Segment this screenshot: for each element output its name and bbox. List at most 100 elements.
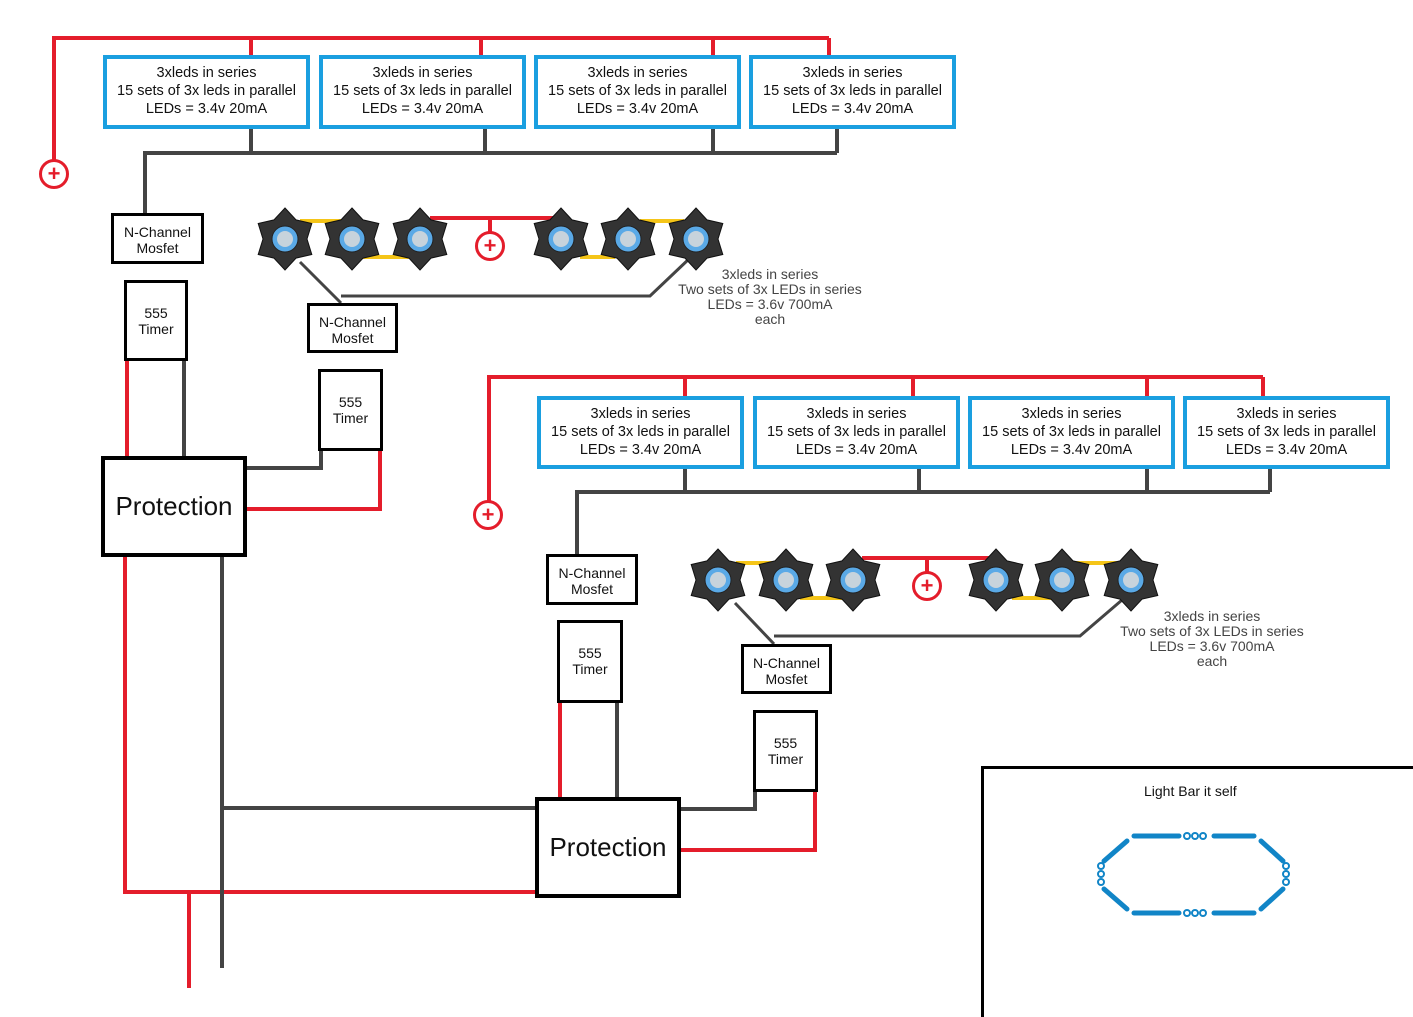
led-group-line2: 15 sets of 3x leds in parallel	[117, 83, 296, 99]
note-line3: LEDs = 3.6v 700mA	[1149, 638, 1275, 654]
power-led-star	[1103, 548, 1159, 612]
mosfet-line1: N-Channel	[558, 565, 626, 581]
positive-wire	[123, 556, 537, 894]
light-bar-outline	[1101, 833, 1286, 916]
ground-wire	[774, 598, 1123, 638]
note-line2: Two sets of 3x LEDs in series	[1120, 623, 1304, 639]
timer-top-left: 555 Timer	[124, 280, 188, 361]
led-group-line2: 15 sets of 3x leds in parallel	[551, 424, 730, 440]
led-group-line2: 15 sets of 3x leds in parallel	[767, 424, 946, 440]
led-group-line1: 3xleds in series	[1236, 406, 1337, 422]
led-group-line1: 3xleds in series	[802, 65, 903, 81]
power-led-star	[1034, 548, 1090, 612]
ground-wire	[246, 450, 323, 470]
mosfet-line2: Mosfet	[136, 240, 179, 256]
led-group-line1: 3xleds in series	[590, 406, 691, 422]
ground-wire	[680, 791, 757, 811]
light-bar-shape	[1097, 832, 1290, 917]
power-led-star	[825, 548, 881, 612]
power-led-star	[533, 207, 589, 271]
mosfet-line2: Mosfet	[765, 671, 808, 687]
power-led-star	[668, 207, 724, 271]
ground-wire	[733, 601, 776, 646]
led-group-line1: 3xleds in series	[806, 406, 907, 422]
timer-line1: 555	[144, 305, 168, 321]
power-led-star	[324, 207, 380, 271]
led-group-bottom-3: 3xleds in series 15 sets of 3x leds in p…	[968, 396, 1175, 469]
light-bar-led-dots	[1097, 832, 1290, 917]
timer-line2: Timer	[138, 321, 174, 337]
timer-line2: Timer	[332, 410, 369, 426]
led-group-line1: 3xleds in series	[1021, 406, 1122, 422]
led-group-line3: LEDs = 3.4v 20mA	[576, 101, 699, 117]
led-group-top-1: 3xleds in series 15 sets of 3x leds in p…	[103, 55, 310, 129]
led-group-line2: 15 sets of 3x leds in parallel	[763, 83, 942, 99]
timer-line1: 555	[578, 645, 602, 661]
timer-bottom-left: 555 Timer	[557, 620, 623, 703]
ground-wire	[143, 151, 837, 213]
timer-line2: Timer	[767, 751, 804, 767]
mosfet-top-right: N-Channel Mosfet	[307, 303, 398, 353]
positive-terminal-top: +	[39, 159, 69, 189]
led-group-line3: LEDs = 3.4v 20mA	[145, 101, 268, 117]
mosfet-bottom-right: N-Channel Mosfet	[741, 644, 832, 694]
note-line1: 3xleds in series	[721, 266, 819, 282]
led-group-bottom-1: 3xleds in series 15 sets of 3x leds in p…	[537, 396, 744, 469]
power-led-star	[257, 207, 313, 271]
led-group-line3: LEDs = 3.4v 20mA	[1010, 442, 1133, 458]
led-group-line3: LEDs = 3.4v 20mA	[361, 101, 484, 117]
power-led-note-top: 3xleds in series Two sets of 3x LEDs in …	[640, 267, 900, 327]
positive-terminal-leds-bottom: +	[912, 571, 942, 601]
mosfet-line1: N-Channel	[124, 224, 191, 240]
led-group-top-4: 3xleds in series 15 sets of 3x leds in p…	[749, 55, 956, 129]
mosfet-line1: N-Channel	[753, 655, 820, 671]
led-group-line3: LEDs = 3.4v 20mA	[795, 442, 918, 458]
light-bar-title: Light Bar it self	[1144, 783, 1237, 799]
ground-wire	[575, 490, 1270, 554]
led-group-line2: 15 sets of 3x leds in parallel	[982, 424, 1161, 440]
timer-bottom-right: 555 Timer	[753, 710, 818, 792]
protection-top: Protection	[101, 456, 247, 557]
power-led-note-bottom: 3xleds in series Two sets of 3x LEDs in …	[1082, 609, 1342, 669]
led-group-line2: 15 sets of 3x leds in parallel	[548, 83, 727, 99]
led-group-line1: 3xleds in series	[587, 65, 688, 81]
positive-wire	[52, 36, 829, 174]
positive-wire	[487, 375, 1263, 515]
led-group-line3: LEDs = 3.4v 20mA	[579, 442, 702, 458]
protection-bottom: Protection	[535, 797, 681, 898]
power-led-star	[758, 548, 814, 612]
note-line1: 3xleds in series	[1163, 608, 1261, 624]
led-group-top-3: 3xleds in series 15 sets of 3x leds in p…	[534, 55, 741, 129]
mosfet-bottom-left: N-Channel Mosfet	[546, 554, 638, 605]
ground-wire	[341, 256, 692, 298]
led-group-line3: LEDs = 3.4v 20mA	[1225, 442, 1348, 458]
positive-wire	[246, 450, 382, 511]
led-group-bottom-4: 3xleds in series 15 sets of 3x leds in p…	[1183, 396, 1390, 469]
note-line3: LEDs = 3.6v 700mA	[707, 296, 833, 312]
light-bar-panel: Light Bar it self	[981, 766, 1413, 1017]
power-led-star	[968, 548, 1024, 612]
mosfet-line2: Mosfet	[570, 581, 613, 597]
note-line2: Two sets of 3x LEDs in series	[678, 281, 862, 297]
led-group-line2: 15 sets of 3x leds in parallel	[333, 83, 512, 99]
mosfet-line2: Mosfet	[331, 330, 374, 346]
mosfet-line1: N-Channel	[319, 314, 386, 330]
timer-top-right: 555 Timer	[318, 369, 383, 451]
led-group-line1: 3xleds in series	[156, 65, 257, 81]
mosfet-top-left: N-Channel Mosfet	[111, 213, 204, 264]
timer-line1: 555	[338, 394, 363, 410]
power-led-star	[392, 207, 448, 271]
positive-terminal-leds-top: +	[475, 231, 505, 261]
led-group-line1: 3xleds in series	[372, 65, 473, 81]
timer-line1: 555	[773, 735, 798, 751]
note-line4: each	[754, 311, 786, 327]
positive-terminal-mid: +	[473, 500, 503, 530]
led-group-bottom-2: 3xleds in series 15 sets of 3x leds in p…	[753, 396, 960, 469]
positive-wire	[680, 791, 817, 852]
led-group-line2: 15 sets of 3x leds in parallel	[1197, 424, 1376, 440]
timer-line2: Timer	[572, 661, 608, 677]
note-line4: each	[1196, 653, 1228, 669]
led-group-top-2: 3xleds in series 15 sets of 3x leds in p…	[319, 55, 526, 129]
